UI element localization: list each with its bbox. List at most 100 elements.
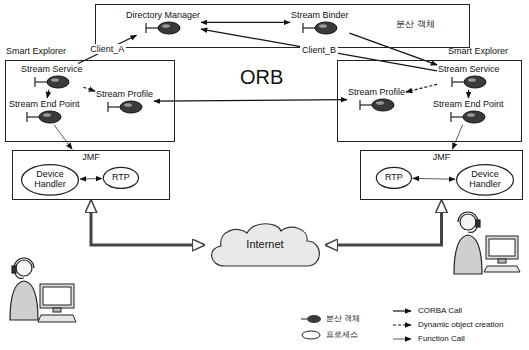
computer-figure	[38, 284, 76, 322]
object-highlight	[51, 78, 59, 82]
corba-call-arrow	[201, 22, 290, 23]
group-heading: Smart Explorer	[6, 46, 66, 57]
legend-row: Function Call	[392, 334, 465, 344]
interface-stub	[145, 23, 146, 33]
node-label: Stream Service	[438, 64, 500, 75]
object-creation-arrow	[47, 90, 49, 98]
user-headset-figure	[454, 212, 482, 274]
connector-label: Client_A	[88, 44, 126, 54]
user-headset-figure	[10, 258, 38, 320]
object-highlight	[124, 103, 132, 107]
distributed-object: Stream Service	[438, 64, 500, 89]
distributed-object-symbol	[359, 98, 395, 112]
object-highlight	[319, 24, 327, 28]
process-ellipse: RTP	[103, 167, 139, 189]
object-oval	[463, 111, 485, 123]
distributed-object-symbol	[145, 21, 181, 35]
function-call-arrow	[54, 125, 72, 150]
object-oval	[47, 76, 69, 88]
interface-stub	[146, 27, 158, 28]
group-heading: 분산 객체	[396, 19, 435, 30]
process-ellipse: Device Handler	[456, 164, 514, 196]
object-highlight	[467, 113, 475, 117]
object-creation-arrow	[83, 87, 95, 91]
network-flow-arrow	[326, 201, 442, 245]
distributed-object: Stream End Point	[9, 99, 80, 124]
node-label: Directory Manager	[126, 10, 200, 21]
legend-row: Dynamic object creation	[392, 320, 503, 330]
cloud-shape	[212, 224, 320, 266]
node-label: Stream Profile	[96, 89, 153, 100]
distributed-object-symbol	[107, 100, 143, 114]
interface-stub	[27, 116, 39, 117]
function-call-arrow	[413, 178, 455, 180]
corba-call-arrow	[201, 29, 437, 71]
internet-cloud: Internet	[205, 220, 325, 270]
node-label: Stream End Point	[9, 99, 80, 110]
legend-text: Dynamic object creation	[418, 320, 503, 330]
legend-swatch	[392, 306, 414, 316]
interface-stub	[34, 77, 35, 87]
interface-stub	[302, 23, 303, 33]
object-oval	[39, 111, 61, 123]
region-label: ORB	[240, 66, 283, 89]
distributed-object: Directory Manager	[126, 10, 200, 35]
legend-text: 프로세스	[326, 330, 358, 340]
distributed-object: Stream Profile	[96, 89, 153, 114]
legend-text: Function Call	[418, 334, 465, 344]
client-box: Smart ExplorerStream ServiceStream Profi…	[337, 60, 522, 142]
distributed-object: Stream Service	[21, 64, 83, 89]
connector-group	[47, 22, 468, 245]
object-highlight	[43, 113, 51, 117]
interface-stub	[360, 104, 372, 105]
node-label: Stream Service	[21, 64, 83, 75]
object-oval	[372, 99, 394, 111]
interface-stub	[303, 27, 315, 28]
process-ellipse-shape	[457, 165, 514, 196]
jmf-box: JMFDevice HandlerRTP	[12, 150, 170, 200]
interface-stub	[451, 77, 452, 87]
node-label: Internet	[246, 238, 283, 251]
object-creation-arrow	[468, 90, 469, 98]
interface-stub	[107, 102, 108, 112]
node-label: Stream End Point	[433, 99, 504, 110]
process-ellipse: Device Handler	[21, 164, 79, 196]
interface-stub	[35, 81, 47, 82]
connector-label: Client_B	[300, 45, 338, 55]
object-oval	[120, 101, 142, 113]
legend-row: 분산 객체	[300, 314, 360, 324]
interface-stub	[27, 112, 28, 122]
distributed-object-symbol	[450, 110, 486, 124]
distributed-object: Stream Profile	[348, 87, 405, 112]
process-ellipse-shape	[103, 167, 138, 188]
interface-stub	[451, 116, 463, 117]
distributed-object-symbol	[26, 110, 62, 124]
function-call-arrow	[80, 178, 102, 180]
client-box: Smart ExplorerStream ServiceStream End P…	[5, 60, 175, 142]
legend-swatch	[392, 334, 414, 344]
distributed-object-region: 분산 객체 Directory Manager Stream Binder	[95, 4, 470, 48]
interface-stub	[108, 106, 120, 107]
node-label: Device Handler	[465, 170, 505, 190]
interface-stub	[452, 81, 464, 82]
legend-swatch	[392, 320, 414, 330]
process-ellipse-shape	[376, 167, 411, 188]
process-ellipse-shape	[22, 165, 79, 196]
legend-text: 분산 객체	[326, 314, 360, 324]
object-highlight	[162, 24, 170, 28]
legend-row: CORBA Call	[392, 306, 462, 316]
legend-row: 프로세스	[300, 330, 358, 340]
node-label: Stream Binder	[291, 10, 349, 21]
interface-stub	[359, 100, 360, 110]
group-heading: Smart Explorer	[448, 46, 508, 57]
object-oval	[464, 76, 486, 88]
node-label: RTP	[112, 173, 130, 183]
object-oval	[158, 22, 180, 34]
object-creation-arrow	[406, 84, 437, 92]
legend-swatch	[300, 314, 322, 324]
object-highlight	[468, 78, 476, 82]
legend-swatch	[300, 330, 322, 340]
process-ellipse: RTP	[376, 167, 412, 189]
jmf-box: JMFRTPDevice Handler	[360, 150, 523, 200]
